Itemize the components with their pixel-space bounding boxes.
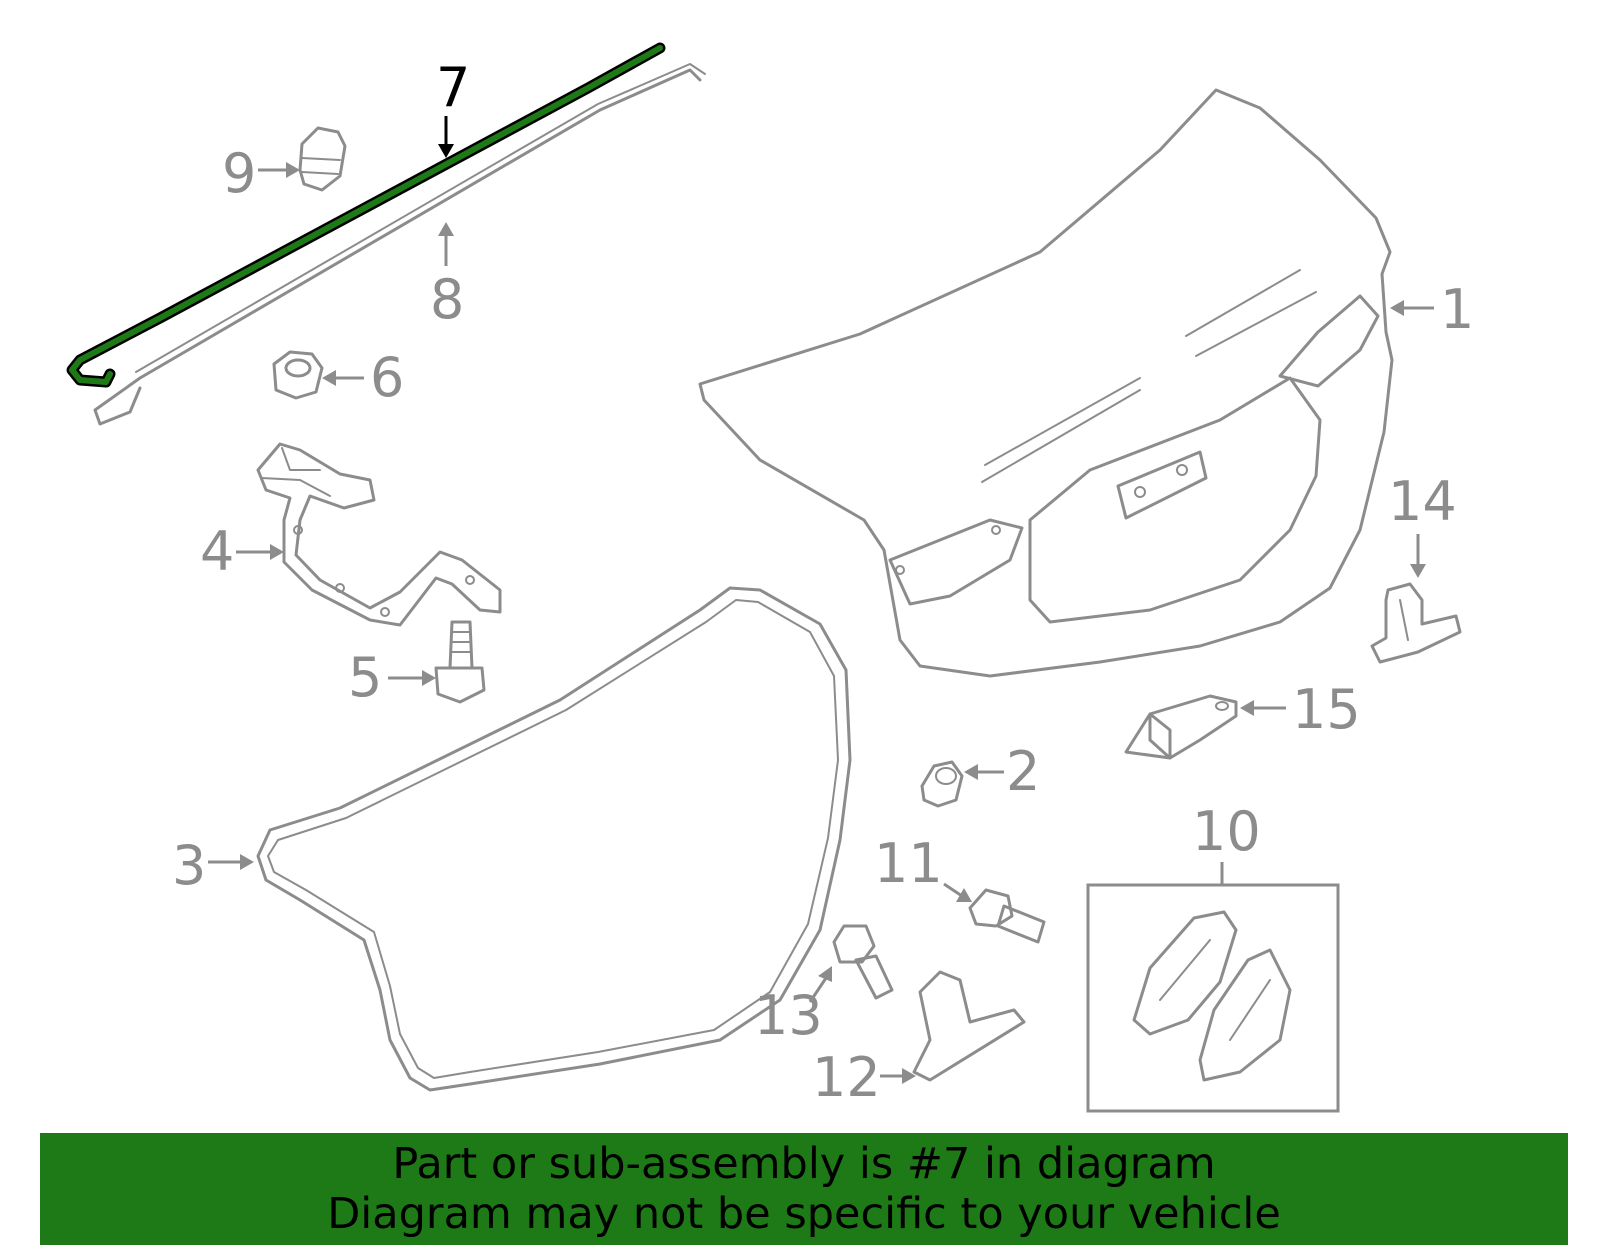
- part-4-hinge[interactable]: [256, 442, 502, 627]
- callout-2: 2: [964, 740, 1040, 803]
- callout-7: 7: [436, 56, 470, 158]
- disclaimer-line-1: Part or sub-assembly is #7 in diagram: [392, 1139, 1216, 1189]
- part-15-license-lamp[interactable]: [1124, 694, 1238, 760]
- part-12-striker-cover[interactable]: [912, 970, 1026, 1082]
- callout-3: 3: [172, 834, 254, 897]
- callout-14-label: 14: [1388, 470, 1457, 533]
- callout-11: 11: [874, 832, 972, 902]
- part-2-plug[interactable]: [920, 760, 964, 808]
- callout-6-label: 6: [370, 346, 404, 409]
- callout-12: 12: [812, 1046, 916, 1109]
- callout-1: 1: [1390, 278, 1474, 341]
- callout-2-label: 2: [1006, 740, 1040, 803]
- callout-10: 10: [1192, 800, 1261, 884]
- callout-5-label: 5: [348, 646, 382, 709]
- callout-8: 8: [430, 222, 464, 331]
- callout-9: 9: [222, 142, 300, 205]
- callout-14: 14: [1388, 470, 1457, 578]
- callout-11-label: 11: [874, 832, 943, 895]
- callout-6: 6: [322, 346, 404, 409]
- part-8-rod[interactable]: [93, 63, 706, 426]
- part-5-bolt[interactable]: [434, 620, 486, 704]
- part-9-clip[interactable]: [298, 126, 347, 192]
- disclaimer-banner: Part or sub-assembly is #7 in diagram Di…: [40, 1133, 1568, 1245]
- callout-1-label: 1: [1440, 278, 1474, 341]
- callout-13-label: 13: [754, 984, 823, 1047]
- part-11-bolt[interactable]: [968, 888, 1046, 944]
- callout-5: 5: [348, 646, 436, 709]
- part-6-nut[interactable]: [272, 350, 324, 400]
- callout-15: 15: [1240, 678, 1361, 741]
- callout-4: 4: [200, 520, 284, 583]
- callout-8-label: 8: [430, 268, 464, 331]
- part-14-bumper[interactable]: [1370, 582, 1462, 664]
- part-10-latch[interactable]: [1086, 883, 1340, 1113]
- part-7-torsion-bar[interactable]: [66, 42, 666, 388]
- callout-10-label: 10: [1192, 800, 1261, 863]
- part-3-weatherstrip[interactable]: [256, 586, 852, 1092]
- callout-9-label: 9: [222, 142, 256, 205]
- part-13-bolt[interactable]: [832, 924, 894, 1000]
- callout-4-label: 4: [200, 520, 234, 583]
- callout-12-label: 12: [812, 1046, 881, 1109]
- callout-7-label: 7: [436, 56, 470, 119]
- callout-3-label: 3: [172, 834, 206, 897]
- callout-13: 13: [754, 966, 832, 1047]
- disclaimer-line-2: Diagram may not be specific to your vehi…: [327, 1189, 1281, 1239]
- callout-15-label: 15: [1292, 678, 1361, 741]
- part-1-trunk-lid[interactable]: [698, 88, 1394, 678]
